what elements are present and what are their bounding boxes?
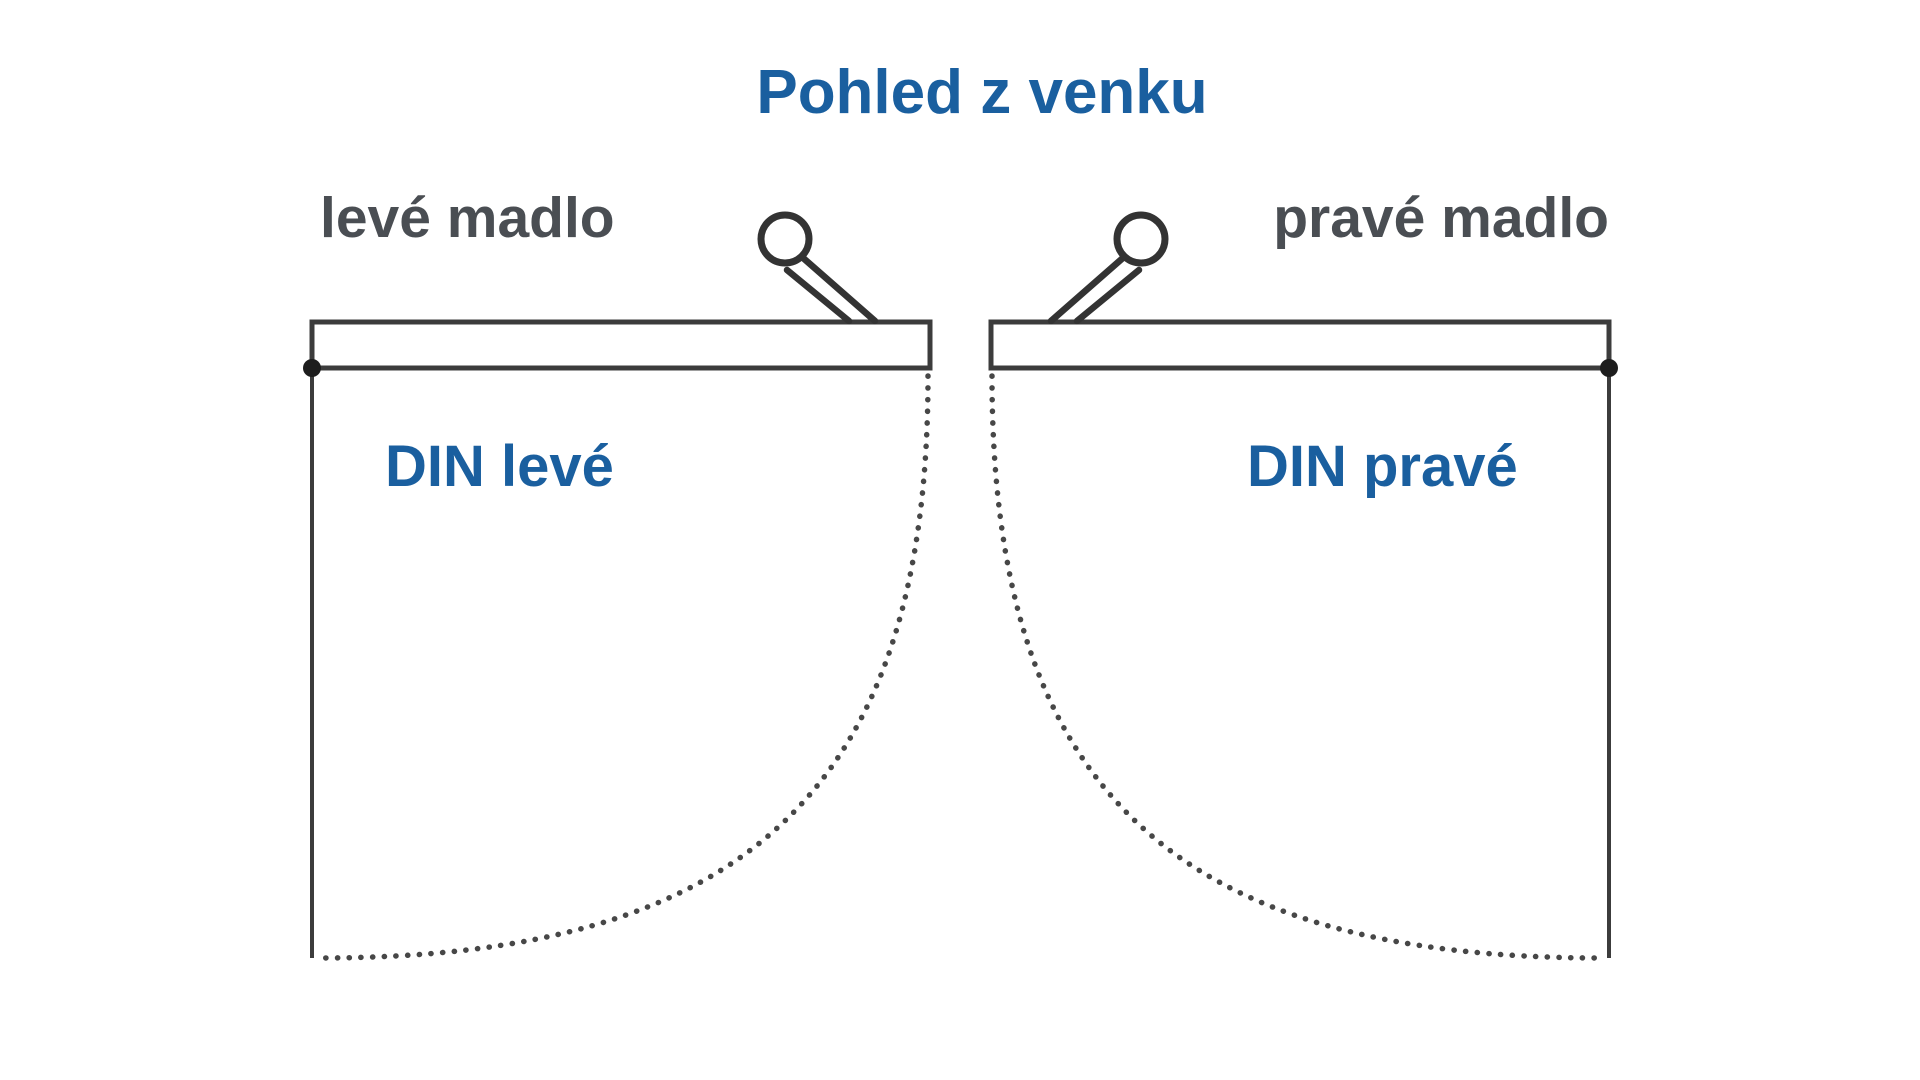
left-door <box>303 211 933 961</box>
din-right-label: DIN pravé <box>1247 434 1518 499</box>
left-handle-stem-inner <box>783 266 853 325</box>
left-door-swing-arc <box>315 373 931 961</box>
left-handle-label: levé madlo <box>320 186 615 250</box>
left-door-leaf <box>309 319 933 371</box>
diagram-title: Pohled z venku <box>756 58 1208 127</box>
right-handle-label: pravé madlo <box>1273 186 1609 250</box>
right-handle-stem-inner <box>1073 266 1143 325</box>
left-hinge-point-dot <box>303 359 321 377</box>
right-door-handle-icon <box>1047 211 1169 325</box>
left-handle-stem-outer <box>798 253 879 325</box>
din-left-label: DIN levé <box>385 434 614 499</box>
right-hinge-point-dot <box>1600 359 1618 377</box>
right-handle-stem-outer <box>1047 253 1128 325</box>
left-door-handle-icon <box>757 211 879 325</box>
left-handle-knob <box>757 211 813 267</box>
right-door-swing-arc <box>989 373 1605 961</box>
right-handle-knob <box>1113 211 1169 267</box>
right-door <box>988 211 1618 961</box>
right-door-leaf <box>988 319 1612 371</box>
